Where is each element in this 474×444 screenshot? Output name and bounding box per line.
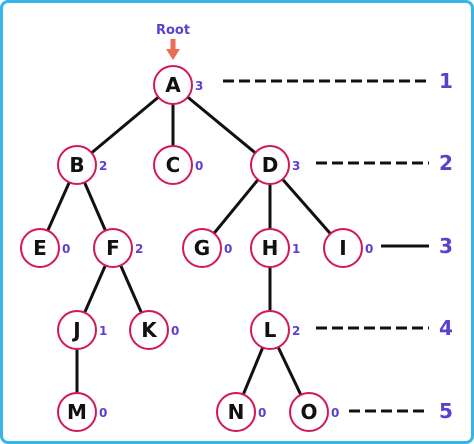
- node-degree: 2: [99, 159, 107, 173]
- edge-a-b: [76, 83, 174, 167]
- node-letter: C: [166, 153, 181, 177]
- node-degree: 0: [62, 242, 70, 256]
- node-degree: 3: [195, 79, 203, 93]
- level-marker-3: 3: [381, 234, 453, 258]
- node-letter: J: [71, 318, 80, 342]
- level-marker-2: 2: [316, 151, 453, 175]
- node-degree: 2: [292, 324, 300, 338]
- level-marker-1: 1: [223, 69, 453, 93]
- node-letter: N: [228, 400, 245, 424]
- node-degree: 0: [224, 242, 232, 256]
- node-letter: G: [194, 236, 210, 260]
- node-circle: [93, 228, 133, 268]
- node-circle: [20, 228, 60, 268]
- level-marker-5: 5: [349, 399, 453, 423]
- node-degree: 0: [195, 159, 203, 173]
- node-letter: I: [339, 236, 346, 260]
- node-letter: B: [69, 153, 84, 177]
- node-circle: [153, 145, 193, 185]
- node-letter: K: [141, 318, 158, 342]
- node-letter: D: [262, 153, 279, 177]
- node-circle: [250, 228, 290, 268]
- node-degree: 3: [292, 159, 300, 173]
- node-circle: [250, 145, 290, 185]
- node-circle: [129, 310, 169, 350]
- level-marker-4: 4: [316, 316, 453, 340]
- node-degree: 0: [258, 406, 266, 420]
- level-label: 2: [439, 151, 453, 175]
- node-letter: H: [262, 236, 279, 260]
- edge-a-d: [172, 83, 271, 167]
- node-degree: 1: [292, 242, 300, 256]
- node-letter: A: [165, 73, 181, 97]
- node-degree: 1: [99, 324, 107, 338]
- node-circle: [289, 392, 329, 432]
- levels-layer: 1 2 3 4 5: [223, 69, 453, 423]
- node-degree: 2: [135, 242, 143, 256]
- node-letter: L: [264, 318, 277, 342]
- node-circle: [57, 145, 97, 185]
- node-circle: [216, 392, 256, 432]
- root-label: Root: [156, 23, 190, 38]
- node-degree: 0: [99, 406, 107, 420]
- node-letter: E: [33, 236, 47, 260]
- node-circle: [182, 228, 222, 268]
- node-degree: 0: [171, 324, 179, 338]
- node-circle: [250, 310, 290, 350]
- node-letter: F: [106, 236, 120, 260]
- node-letter: O: [300, 400, 317, 424]
- node-degree: 0: [365, 242, 373, 256]
- level-label: 1: [439, 69, 453, 93]
- level-label: 5: [439, 399, 453, 423]
- node-circle: [57, 392, 97, 432]
- root-marker: Root: [156, 23, 190, 60]
- level-label: 4: [439, 316, 453, 340]
- node-letter: M: [67, 400, 87, 424]
- node-circle: [153, 65, 193, 105]
- node-circle: [57, 310, 97, 350]
- node-degree: 0: [331, 406, 339, 420]
- root-arrow-icon: [166, 39, 180, 60]
- level-label: 3: [439, 234, 453, 258]
- node-circle: [323, 228, 363, 268]
